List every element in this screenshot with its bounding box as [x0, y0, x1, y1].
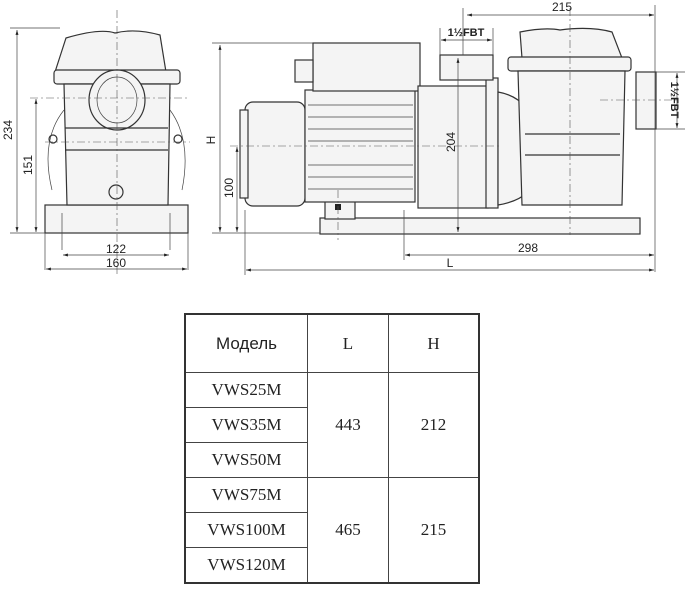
l-value: 443 [307, 372, 389, 478]
table-row: VWS100M [184, 512, 479, 548]
dim-h: H [204, 136, 218, 145]
outlet-thread-label: 1½FBT [448, 27, 485, 39]
dim-234: 234 [1, 120, 15, 140]
table-row: VWS35M [184, 407, 479, 443]
side-view: H 100 204 215 1½FBT 1½FBT 298 L [204, 0, 685, 275]
dim-298: 298 [518, 241, 538, 255]
inlet-thread-label: 1½FBT [668, 82, 680, 119]
table-row: VWS75M 465 215 [184, 477, 480, 584]
model-cell: VWS50M [184, 442, 308, 478]
model-cell: VWS75M [184, 477, 308, 513]
model-cell: VWS25M [184, 372, 308, 408]
dim-l: L [447, 256, 454, 270]
table-row: VWS120M [184, 547, 479, 584]
h-value: 215 [388, 477, 480, 584]
model-dimensions-table: Модель L H VWS25M 443 212 VWS35M VWS50M … [184, 313, 480, 584]
dim-122: 122 [106, 242, 126, 256]
h-value: 212 [388, 372, 480, 478]
table-header-row: Модель L H [184, 313, 480, 373]
front-view: 234 151 122 160 [1, 10, 190, 275]
dim-160: 160 [106, 256, 126, 270]
header-l: L [307, 313, 389, 373]
dim-215: 215 [552, 0, 572, 14]
table-row: VWS25M 443 212 [184, 372, 480, 478]
model-cell: VWS35M [184, 407, 308, 443]
model-cell: VWS100M [184, 512, 308, 548]
pump-dimension-drawing: 234 151 122 160 [1, 0, 685, 275]
dim-151: 151 [21, 155, 35, 175]
l-value: 465 [307, 477, 389, 584]
model-cell: VWS120M [184, 547, 308, 584]
header-model: Модель [184, 313, 308, 373]
dim-204: 204 [444, 132, 458, 152]
dim-100: 100 [222, 178, 236, 198]
header-h: H [388, 313, 480, 373]
